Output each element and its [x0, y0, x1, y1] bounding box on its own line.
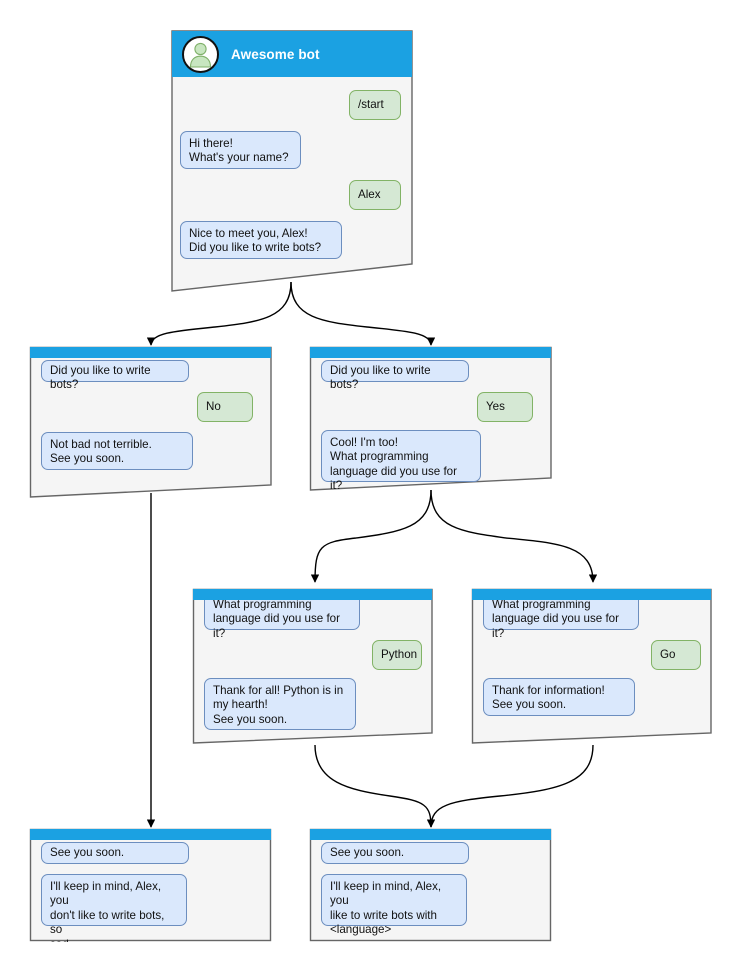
message-bubble-bot: Cool! I'm too! What programming language… [321, 430, 481, 492]
message-bubble-user: Yes [477, 392, 533, 422]
card-yes-branch-header [310, 347, 551, 358]
message-bubble-user: Go [651, 640, 701, 670]
message-bubble-user: No [197, 392, 253, 422]
message-bubble-user: /start [349, 90, 401, 120]
card-go-branch[interactable]: What programming language did you use fo… [471, 588, 713, 746]
card-no-branch[interactable]: Did you like to write bots? No Not bad n… [29, 346, 273, 500]
card-python-branch-header [193, 589, 432, 600]
message-bubble-bot: See you soon. [41, 842, 189, 864]
message-bubble-user: Python [372, 640, 422, 670]
message-bubble-bot: Hi there! What's your name? [180, 131, 301, 169]
message-bubble-user: Alex [349, 180, 401, 210]
edge-yes-to-go [430, 489, 598, 583]
edge-go-to-end-happy [426, 744, 594, 828]
card-yes-branch-body: Did you like to write bots? Yes Cool! I'… [309, 346, 553, 493]
message-bubble-bot: Thank for information! See you soon. [483, 678, 635, 716]
message-bubble-bot: See you soon. [321, 842, 469, 864]
card-end-happy-body: See you soon. I'll keep in mind, Alex, y… [309, 828, 553, 942]
message-bubble-bot: Did you like to write bots? [321, 360, 469, 391]
message-bubble-bot: I'll keep in mind, Alex, you like to wri… [321, 874, 467, 936]
message-bubble-bot: Did you like to write bots? [41, 360, 189, 391]
card-root-title: Awesome bot [231, 47, 320, 62]
person-avatar-icon [182, 36, 219, 73]
card-python-branch[interactable]: What programming language did you use fo… [192, 588, 434, 746]
card-end-sad-body: See you soon. I'll keep in mind, Alex, y… [29, 828, 273, 942]
card-go-branch-body: What programming language did you use fo… [471, 588, 713, 746]
card-python-branch-body: What programming language did you use fo… [192, 588, 434, 746]
card-end-sad-header [30, 829, 271, 840]
card-end-happy-header [310, 829, 551, 840]
card-go-branch-header [472, 589, 711, 600]
card-yes-branch[interactable]: Did you like to write bots? Yes Cool! I'… [309, 346, 553, 493]
card-root[interactable]: Awesome bot /start Hi there! What's your… [169, 28, 415, 296]
card-no-branch-header [30, 347, 271, 358]
message-bubble-bot: I'll keep in mind, Alex, you don't like … [41, 874, 187, 942]
edge-python-to-end-happy [314, 744, 432, 828]
card-end-happy[interactable]: See you soon. I'll keep in mind, Alex, y… [309, 828, 553, 942]
edge-yes-to-python [310, 489, 432, 583]
card-end-sad[interactable]: See you soon. I'll keep in mind, Alex, y… [29, 828, 273, 942]
message-bubble-bot: Thank for all! Python is in my hearth! S… [204, 678, 356, 730]
card-root-body: Awesome bot /start Hi there! What's your… [169, 28, 415, 296]
card-no-branch-body: Did you like to write bots? No Not bad n… [29, 346, 273, 500]
message-bubble-bot: Not bad not terrible. See you soon. [41, 432, 193, 470]
message-bubble-bot: Nice to meet you, Alex! Did you like to … [180, 221, 342, 259]
